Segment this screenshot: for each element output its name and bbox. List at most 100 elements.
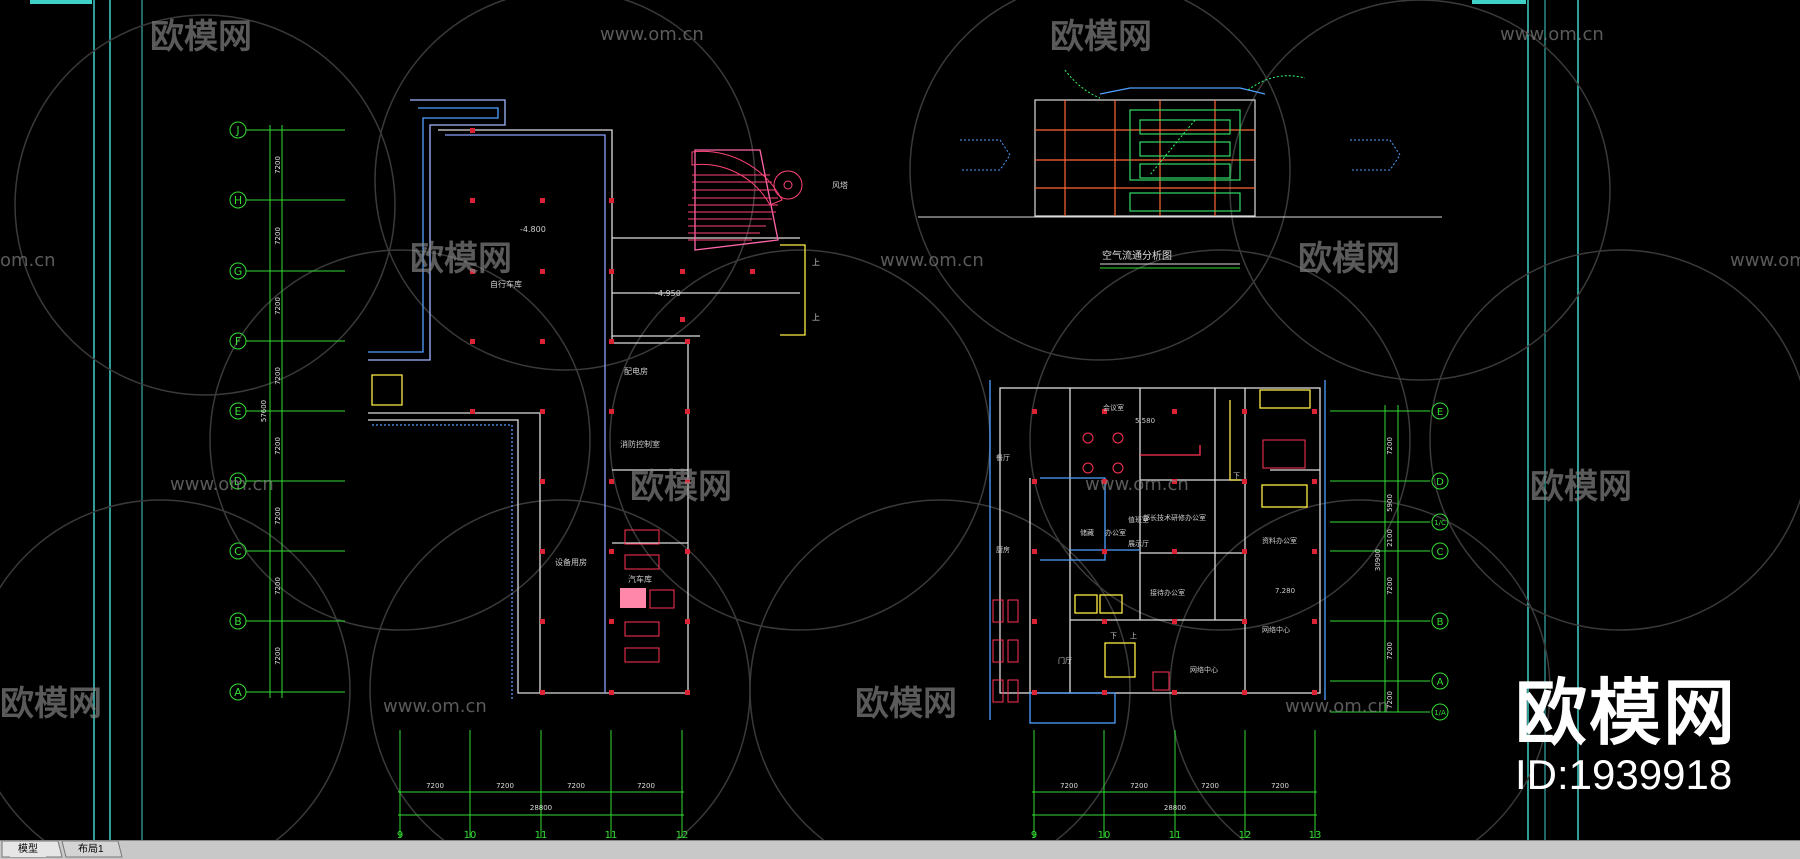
- dimension-text: 7200: [1386, 691, 1394, 709]
- grid-label: 1/A: [1434, 709, 1446, 717]
- dimension-text: 7200: [274, 297, 282, 315]
- room-label: 展示厅: [1128, 540, 1149, 548]
- room-label: 接待办公室: [1150, 588, 1185, 597]
- watermark-url: www.om.cn: [383, 696, 487, 717]
- watermark-logo: 欧模网: [1050, 17, 1152, 57]
- dimension-text: 7200: [1386, 437, 1394, 455]
- right-floor-plan[interactable]: E D 1/C C B A 1/A 9 10 11 12 13 7200 590…: [989, 380, 1449, 840]
- room-label: 配电房: [624, 366, 648, 376]
- dimension-text: 7200: [1386, 577, 1394, 595]
- airflow-arrows: [960, 69, 1401, 176]
- watermark-id: ID:1939918: [1515, 751, 1733, 798]
- left-plan-walls: [368, 99, 806, 700]
- dimension-text: 7200: [274, 647, 282, 665]
- right-plan-columns: [1032, 409, 1317, 695]
- room-label: 会议室: [1103, 403, 1124, 412]
- overall-dimension-text: 30900: [1374, 549, 1382, 571]
- room-label: 设备用房: [555, 557, 587, 567]
- level-label: 5.580: [1135, 417, 1155, 425]
- dimension-text: 7200: [1060, 782, 1078, 790]
- cad-model-viewport[interactable]: J H G F E D C B A 7200 7200 7200 7200 72…: [0, 0, 1800, 840]
- room-label: 餐厅: [996, 453, 1010, 462]
- room-label: 网络中心: [1190, 665, 1218, 674]
- grid-label: C: [234, 545, 242, 558]
- left-grid-lines: [246, 125, 684, 838]
- level-label: -4.800: [520, 225, 546, 234]
- room-label: 汽车库: [628, 574, 652, 584]
- dimension-text: 7200: [274, 367, 282, 385]
- grid-label: 1/C: [1434, 519, 1446, 527]
- car-highlight: [620, 588, 646, 608]
- watermark-logo: 欧模网: [855, 684, 957, 724]
- stair-label: 上: [1130, 631, 1137, 640]
- dimension-text: 7200: [274, 577, 282, 595]
- watermark-logo: 欧模网: [0, 684, 102, 724]
- grid-label: 11: [605, 830, 618, 840]
- grid-label: 12: [676, 830, 689, 840]
- dimension-text: 7200: [637, 782, 655, 790]
- room-label: 值班室: [1128, 515, 1149, 524]
- grid-label: 10: [464, 830, 477, 840]
- grid-label: 9: [1031, 830, 1037, 840]
- grid-label: 12: [1239, 830, 1252, 840]
- watermark-url: www.om.cn: [1085, 474, 1189, 495]
- stair-label: 下: [1233, 472, 1240, 480]
- watermark-url: www.om.cn: [880, 250, 984, 271]
- airflow-section[interactable]: 空气流通分析图: [918, 69, 1442, 269]
- watermark-url: www.om.cn: [1730, 250, 1800, 271]
- left-floor-plan[interactable]: J H G F E D C B A 7200 7200 7200 7200 72…: [229, 99, 848, 840]
- stair-label: 上: [812, 258, 820, 267]
- room-label: 办公室: [1105, 528, 1126, 537]
- tab-model[interactable]: 模型: [10, 842, 46, 857]
- stair-label: 上: [812, 313, 820, 322]
- dimension-text: 7200: [274, 507, 282, 525]
- right-grid-lines: [1032, 405, 1430, 838]
- section-building: [1034, 87, 1266, 217]
- grid-label: 11: [1169, 830, 1182, 840]
- watermark-url: www.om.cn: [600, 24, 704, 45]
- dimension-text: 7200: [426, 782, 444, 790]
- watermark-logo: 欧模网: [1298, 239, 1400, 279]
- grid-label: G: [234, 265, 243, 278]
- dimension-text: 7200: [274, 227, 282, 245]
- grid-label: 13: [1309, 830, 1322, 840]
- dimension-text: 7200: [1271, 782, 1289, 790]
- room-label: 部长技术研修办公室: [1143, 513, 1206, 522]
- room-label: 自行车库: [490, 279, 522, 289]
- watermark-brand-large: 欧模网: [1515, 671, 1738, 755]
- watermark-url: om.cn: [0, 250, 56, 271]
- dimension-text: 7200: [274, 156, 282, 174]
- layout-frame-lines: [30, 0, 1579, 840]
- room-label: 资料办公室: [1262, 536, 1297, 545]
- cad-drawing[interactable]: J H G F E D C B A 7200 7200 7200 7200 72…: [0, 0, 1800, 840]
- grid-label: 9: [397, 830, 403, 840]
- watermark-url: www.om.cn: [1500, 24, 1604, 45]
- grid-label: B: [1437, 617, 1444, 628]
- structural-columns: [470, 128, 755, 695]
- dimension-text: 7200: [1386, 642, 1394, 660]
- overall-dimension-text: 57600: [260, 400, 268, 422]
- level-label: -4.950: [655, 289, 681, 298]
- watermark-url: www.om.cn: [1285, 696, 1389, 717]
- grid-label: C: [1437, 547, 1444, 558]
- dimension-text: 5900: [1386, 494, 1394, 512]
- section-title: 空气流通分析图: [1102, 249, 1172, 262]
- watermark-logos: 欧模网 欧模网 欧模网 欧模网 欧模网 欧模网 欧模网 欧模网 www.om.c…: [0, 17, 1800, 724]
- dimension-text: 7200: [274, 437, 282, 455]
- room-label: 门厅: [1058, 656, 1072, 665]
- level-label: 7.280: [1275, 587, 1295, 595]
- grid-label: 11: [535, 830, 548, 840]
- grid-label: F: [235, 335, 241, 348]
- room-label: 消防控制室: [620, 439, 660, 449]
- room-label: 网络中心: [1262, 625, 1290, 634]
- grid-label: E: [1437, 407, 1443, 418]
- tab-layout1[interactable]: 布局1: [78, 844, 104, 855]
- dimension-text: 7200: [567, 782, 585, 790]
- left-grid-bubbles: [229, 121, 247, 701]
- right-plan-furniture: [992, 432, 1306, 703]
- dimension-text: 7200: [496, 782, 514, 790]
- grid-label: H: [234, 194, 242, 207]
- grid-label: E: [235, 405, 242, 418]
- room-label: 厨房: [996, 545, 1010, 554]
- grid-label: A: [234, 686, 242, 699]
